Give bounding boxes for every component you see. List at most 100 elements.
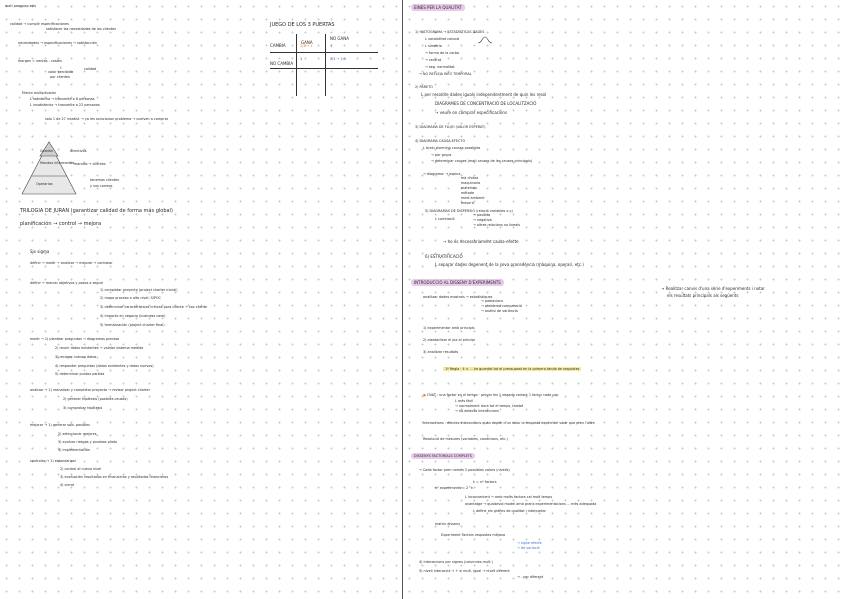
definir-2: 2) mapa proceso a alto nivel: SIPOC bbox=[100, 296, 161, 300]
dissenys-1: nº experiments = 2^k bbox=[435, 486, 474, 490]
controlar-2: 3) evaluación resultados en financieros … bbox=[60, 475, 169, 479]
ovat-3: → no detecta interaccions bbox=[455, 409, 499, 413]
dissenys-0: → Cada factor pren només 2 possibles val… bbox=[419, 468, 510, 472]
pareto-2: DIAGRAMES DE CONCENTRACIÓ DE LOCALITZACI… bbox=[435, 101, 537, 106]
ovat-0: ● OVAT : una factor en el temps · provar… bbox=[423, 393, 559, 397]
mejorar-3: 4) implementación bbox=[58, 448, 90, 452]
pyramid-note-4: y sus correos bbox=[90, 184, 113, 188]
causa-9: medi ambient bbox=[461, 196, 485, 200]
histo-4: → centrat bbox=[425, 58, 442, 62]
normal-curve-icon bbox=[477, 36, 493, 44]
sixsigma-title: Six sigma bbox=[30, 249, 50, 254]
necesidades-line: necesidades → especificaciones → satisfa… bbox=[18, 41, 98, 45]
dissenys-4: avantatge → qualsevol model amb grans ex… bbox=[465, 502, 597, 506]
pyramid-note-2: mandos → clientes bbox=[74, 162, 106, 166]
dmaic-line: definir → medir → analizar → mejorar → c… bbox=[30, 261, 113, 265]
margen-calidad: calidad bbox=[84, 67, 97, 71]
right-title: EINES PER LA QUALITAT bbox=[411, 4, 465, 11]
dissenys-11: 5) nivell interacció → + si mult. igual … bbox=[419, 569, 510, 573]
causa-5: mà d'obra bbox=[461, 176, 479, 180]
dispersio-1: L correlació bbox=[435, 217, 455, 221]
pyramid-base-label: Operarios bbox=[36, 182, 53, 186]
mejorar-0: mejorar → 1) generar sols. posibles bbox=[30, 423, 90, 427]
causa-6: maquinaria bbox=[461, 181, 481, 185]
pareto-0: 2) PARETO bbox=[415, 85, 433, 89]
trilogia-title: TRILOGIA DE JURAN (garantizar calidad de… bbox=[20, 208, 173, 214]
analizar-2: 3) comprobar hipótesis bbox=[63, 406, 103, 410]
dissenys-5: L definir els gràfics de qualitat i inte… bbox=[473, 509, 546, 513]
definir-1: 1) completar proyecto (project charter i… bbox=[100, 288, 178, 292]
histo-5: → seg. normalitat bbox=[425, 65, 455, 69]
efecto-line-1: L satisfecho → transmite a 8 personas bbox=[30, 97, 95, 101]
efecto-title: Efecto multiplicador bbox=[22, 91, 57, 95]
ovat-4: Interaccions : efectes interaccions quan… bbox=[423, 421, 595, 425]
intro-note-0: → Realitzar canvis d'una sèrie d'experim… bbox=[661, 286, 765, 291]
ovat-1: L més fàcil bbox=[455, 399, 474, 403]
causa-4: → diagrama: → espina bbox=[423, 172, 461, 176]
causa-10: mesura bbox=[461, 201, 474, 205]
quality-pyramid bbox=[21, 141, 77, 195]
juego-cell-2: 1 bbox=[330, 44, 333, 48]
regla-line: 1ª Regla · x̄ ± ... ha guardat tot el pr… bbox=[443, 367, 582, 371]
causa-7: materials bbox=[461, 186, 477, 190]
histo-0: 1) HISTOGRAMA → ESTADÍSTICAS DADES bbox=[415, 30, 485, 34]
controlar-3: 4) cierre bbox=[60, 483, 75, 487]
diagrama-flujo: 3) DIAGRAMA DE FLUJO (VALOR ESPERAT) bbox=[415, 125, 486, 129]
controlar-1: 2) control al nuevo nivel bbox=[60, 467, 102, 471]
histo-1: L variabilitat natural bbox=[425, 37, 460, 41]
margen-q: ¿ bbox=[60, 65, 62, 69]
definir-4: 4) impacto en negocio (business case) bbox=[100, 314, 166, 318]
page-divider bbox=[402, 0, 403, 599]
right-page: EINES PER LA QUALITAT 1) HISTOGRAMA → ES… bbox=[405, 0, 848, 599]
dissenys-2: k = nº factors bbox=[473, 480, 497, 484]
juego-hline-1 bbox=[270, 52, 378, 53]
pareto-1: L per resoldre dades iguals independentm… bbox=[421, 92, 547, 97]
dissenys-8: → signe efecte bbox=[517, 541, 542, 545]
analizar-1: 2) generar hipótesis (posibles causas) bbox=[63, 397, 128, 401]
pyramid-note-3: tenemos clientes bbox=[90, 178, 120, 182]
pyramid-top-label: Gestión bbox=[40, 149, 53, 153]
juego-cell-1: 2/3 → 1 bbox=[300, 44, 313, 48]
intro-4: 1) experimentar amb principis bbox=[423, 326, 475, 330]
intro-2: → problema comparació bbox=[481, 304, 522, 308]
calidad-line-2: satisfacer las necesidades de los client… bbox=[46, 27, 116, 31]
dispersio-4: → altres relacions no lineals bbox=[473, 223, 521, 227]
medir-2: 3) recoger nuevos datos bbox=[55, 355, 97, 359]
pyramid-note-1: directivos bbox=[70, 149, 87, 153]
dispersio-2: → positiva bbox=[473, 213, 491, 217]
medir-0: medir → 1) plantear preguntas → diagrama… bbox=[30, 337, 120, 341]
estrat-0: 6) ESTRATIFICACIÓ bbox=[425, 254, 463, 259]
juego-header-nogana: NO GANA bbox=[330, 36, 349, 41]
intro-note-1: els resultats principals als següents bbox=[667, 293, 739, 298]
medir-4: 5) determinar puntos partida bbox=[55, 372, 105, 376]
intro-1: → poblacions bbox=[481, 299, 504, 303]
juego-vline-1 bbox=[296, 34, 297, 96]
definir-3: 3) determinar características críticas p… bbox=[100, 305, 208, 309]
juego-vline-2 bbox=[325, 34, 326, 96]
intro-0: analitzar dades mostrals → estadístiques bbox=[423, 295, 493, 299]
dissenys-title: DISSENYS FACTORIALS COMPLETS bbox=[411, 453, 475, 459]
dissenys-12: → - per diferent bbox=[517, 575, 544, 579]
causa-8: mètode bbox=[461, 191, 475, 195]
efecto-line-2: L insatisfecho → transmite a 22 personas bbox=[30, 103, 100, 107]
definir-5: 5) formalización (project charter final) bbox=[100, 323, 165, 327]
intro-title: INTRODUCCIÓ AL DISSENY D'EXPERIMENTS bbox=[411, 279, 504, 286]
juego-title: JUEGO DE LOS 3 PUERTAS bbox=[270, 22, 335, 28]
margen-clientes: por clientes bbox=[50, 75, 70, 79]
intro-3: → anàlisi de variància bbox=[481, 309, 518, 313]
juego-row-cambia: CAMBIA bbox=[270, 43, 286, 48]
dispersio-5: → no és necessàriament causa-efecte bbox=[443, 239, 519, 244]
histo-3: → forma de la corba bbox=[425, 51, 459, 55]
mejorar-1: 2) seleccionar mejores bbox=[58, 432, 97, 436]
pyramid-mid-label: Mandos intermedios bbox=[40, 161, 75, 165]
dissenys-6: matriu disseny bbox=[435, 522, 461, 526]
dispersio-3: → negativa bbox=[473, 218, 492, 222]
efecto-line-3: solo 1 de 27 insatisf. → ya les solucion… bbox=[45, 117, 169, 121]
dissenys-10: 4) interaccions per signes (columnes mul… bbox=[419, 560, 493, 564]
definir-0: definir → marcar objetivos y pasos a seg… bbox=[30, 281, 104, 285]
calidad-line: calidad → cumplir especificaciones bbox=[10, 22, 69, 26]
juego-header-gana: GANA bbox=[301, 40, 313, 45]
causa-1: L brain storming causes possibles bbox=[423, 146, 481, 150]
trilogia-line: planificación → control → mejora bbox=[20, 221, 102, 227]
juego-cell-3: 1 bbox=[300, 57, 303, 61]
